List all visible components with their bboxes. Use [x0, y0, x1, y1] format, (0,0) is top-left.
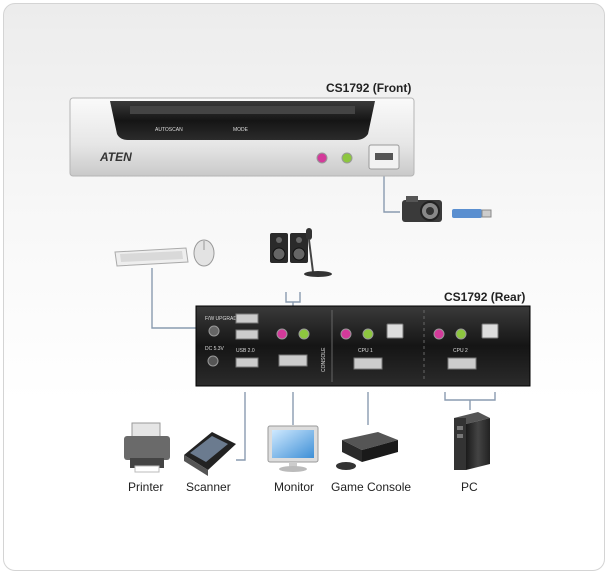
console-label: CONSOLE [321, 347, 327, 372]
fw-upgrade-label: F/W UPGRADE [205, 316, 241, 322]
pc-label: PC [461, 480, 478, 494]
pc-icon [454, 412, 490, 470]
aten-logo: ATEN [99, 150, 132, 164]
microphone-icon [304, 228, 332, 277]
dc-label: DC 5.3V [205, 346, 225, 352]
usb-label: USB 2.0 [236, 348, 255, 354]
scanner-label: Scanner [186, 480, 231, 494]
cable-lines [151, 170, 496, 461]
flash-drive-icon [452, 209, 492, 218]
cpu1-hdmi-port [353, 357, 383, 370]
front-speaker-port [341, 152, 353, 164]
speakers-icon [270, 233, 308, 263]
front-title: CS1792 (Front) [326, 81, 412, 95]
game-console-label: Game Console [331, 480, 412, 494]
autoscan-label: AUTOSCAN [155, 127, 183, 133]
kvm-front-unit: AUTOSCAN MODE ATEN [69, 97, 415, 177]
rear-title: CS1792 (Rear) [444, 290, 526, 304]
rear-usb-port [235, 357, 259, 368]
printer-icon [124, 422, 170, 473]
keyboard-icon [114, 247, 189, 267]
mode-label: MODE [233, 127, 249, 133]
console-usb-port-1 [235, 313, 259, 324]
monitor-icon [267, 425, 319, 472]
console-hdmi-port [278, 354, 308, 367]
front-mic-port [316, 152, 328, 164]
game-console-icon [336, 432, 398, 470]
mouse-icon [193, 239, 215, 267]
cpu2-label: CPU 2 [453, 348, 468, 354]
console-usb-port-2 [235, 329, 259, 340]
camera-icon [402, 196, 442, 222]
monitor-label: Monitor [274, 480, 315, 494]
cpu2-hdmi-port [447, 357, 477, 370]
front-usb-port [375, 153, 393, 160]
printer-label: Printer [128, 480, 164, 494]
kvm-rear-unit: F/W UPGRADE DC 5.3V USB 2.0 CONSOLE CPU … [195, 305, 531, 387]
cpu1-label: CPU 1 [358, 348, 373, 354]
scanner-icon [184, 432, 236, 476]
